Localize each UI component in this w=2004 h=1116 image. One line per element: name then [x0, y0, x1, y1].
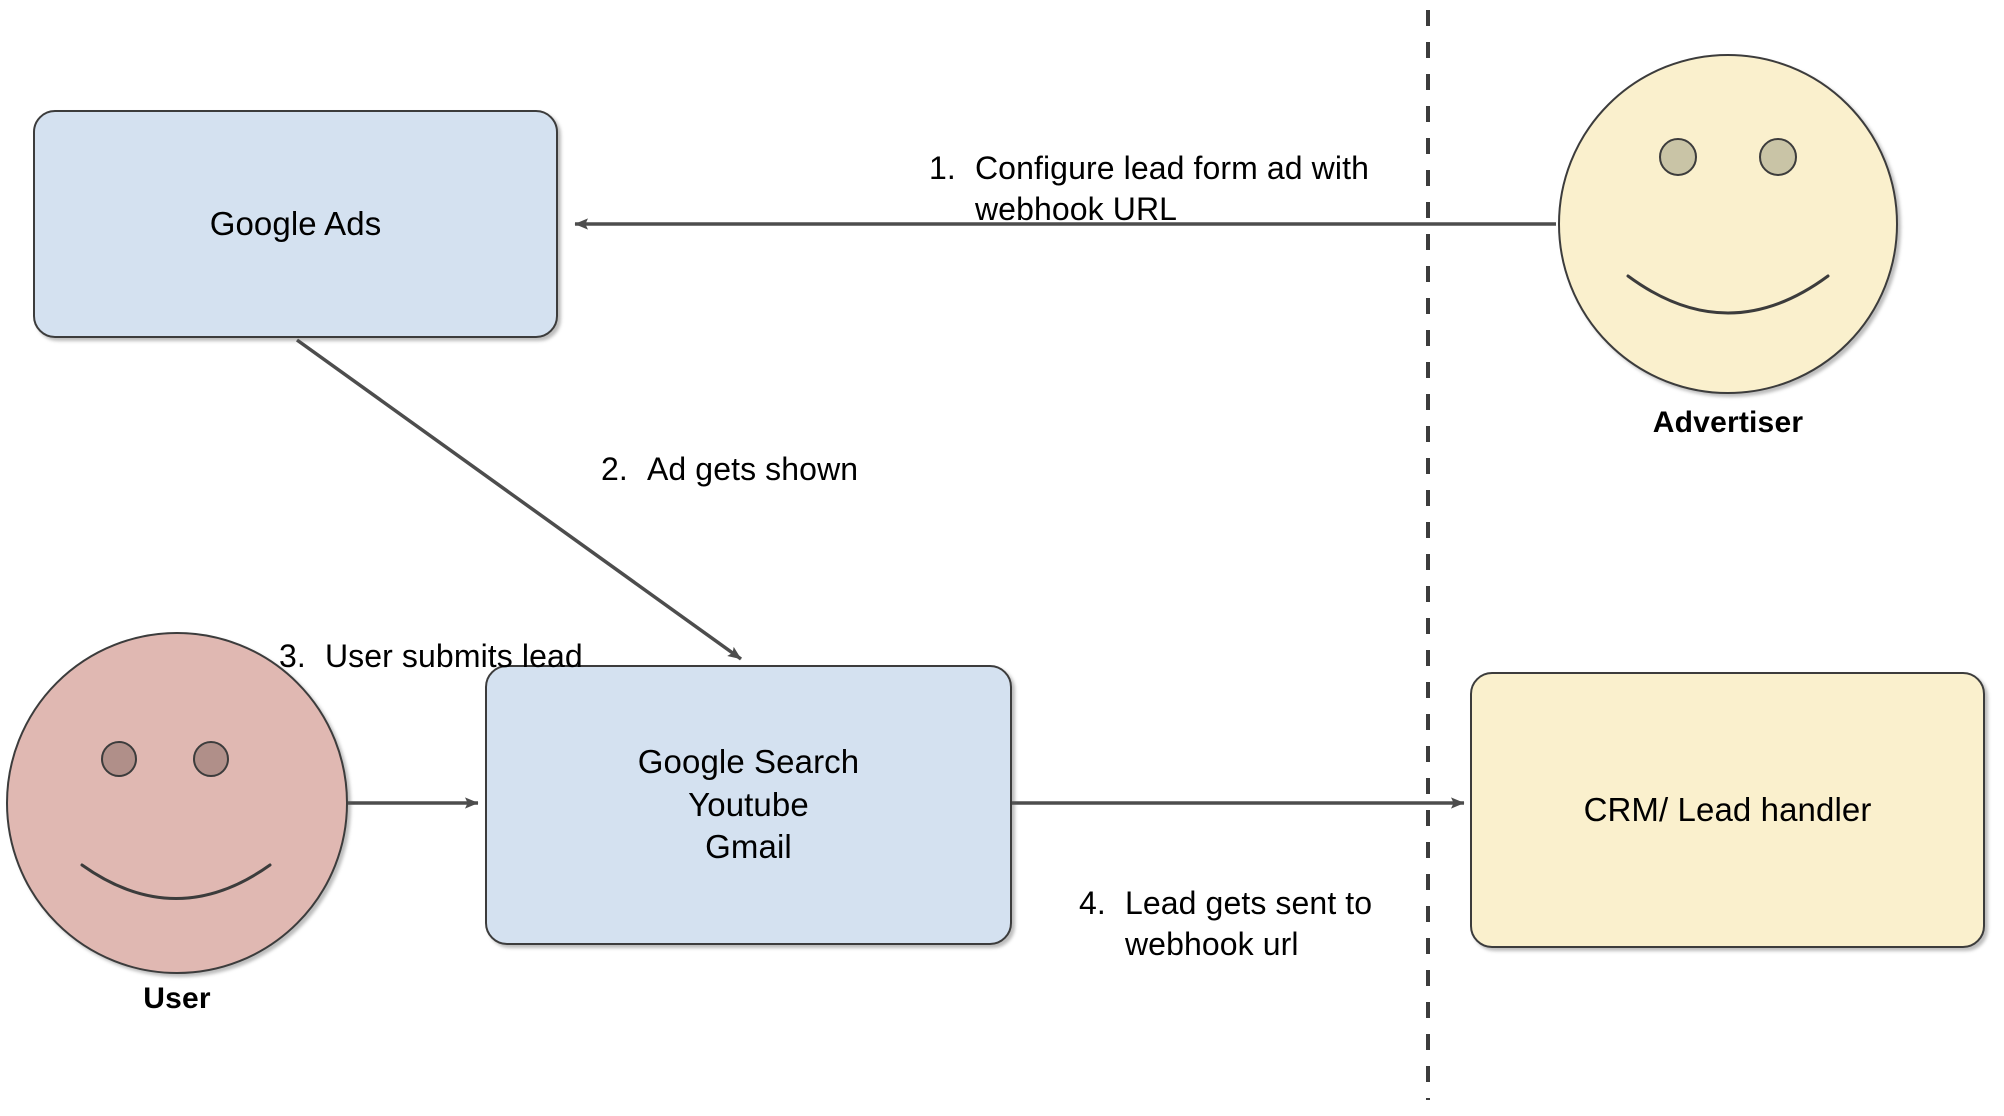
node-google-properties[interactable]: Google Search Youtube Gmail: [485, 665, 1012, 945]
node-google-properties-label: Google Search Youtube Gmail: [637, 742, 860, 866]
user-smile-icon: [80, 863, 272, 900]
user-left-eye-icon: [101, 741, 137, 777]
user-smiley-face-icon: [80, 741, 272, 900]
advertiser-left-eye-icon: [1659, 138, 1697, 176]
edge-label-step-4: 4. Lead gets sent to webhook url: [1043, 842, 1372, 1006]
actor-user-label: User: [143, 982, 211, 1015]
actor-user[interactable]: User: [6, 632, 348, 1015]
edge-label-step-1-number: 1.: [928, 149, 956, 186]
user-face-circle: [6, 632, 348, 974]
edge-label-step-2-text: Ad gets shown: [646, 450, 859, 487]
edge-label-step-4-number: 4.: [1078, 884, 1106, 921]
node-google-ads-label: Google Ads: [209, 204, 382, 242]
actor-advertiser-label: Advertiser: [1652, 406, 1804, 439]
node-crm-lead-handler-label: CRM/ Lead handler: [1583, 790, 1872, 828]
edge-label-step-3-number: 3.: [278, 637, 306, 674]
edge-label-step-3-text: User submits lead: [324, 637, 583, 674]
node-crm-lead-handler[interactable]: CRM/ Lead handler: [1470, 672, 1985, 948]
edge-label-step-3: 3. User submits lead: [243, 595, 583, 718]
edge-label-step-4-text: Lead gets sent to webhook url: [1124, 884, 1373, 962]
advertiser-face-circle: [1558, 54, 1898, 394]
actor-advertiser[interactable]: Advertiser: [1558, 54, 1898, 439]
edge-label-step-2-number: 2.: [600, 450, 628, 487]
advertiser-smile-icon: [1626, 274, 1830, 315]
node-google-ads[interactable]: Google Ads: [33, 110, 558, 338]
edge-label-step-2: 2. Ad gets shown: [565, 408, 858, 531]
advertiser-smiley-face-icon: [1626, 138, 1830, 315]
user-right-eye-icon: [193, 741, 229, 777]
edge-label-step-1: 1. Configure lead form ad with webhook UR…: [893, 107, 1369, 271]
edge-label-step-1-text: Configure lead form ad with webhook URL: [974, 149, 1369, 227]
advertiser-right-eye-icon: [1759, 138, 1797, 176]
